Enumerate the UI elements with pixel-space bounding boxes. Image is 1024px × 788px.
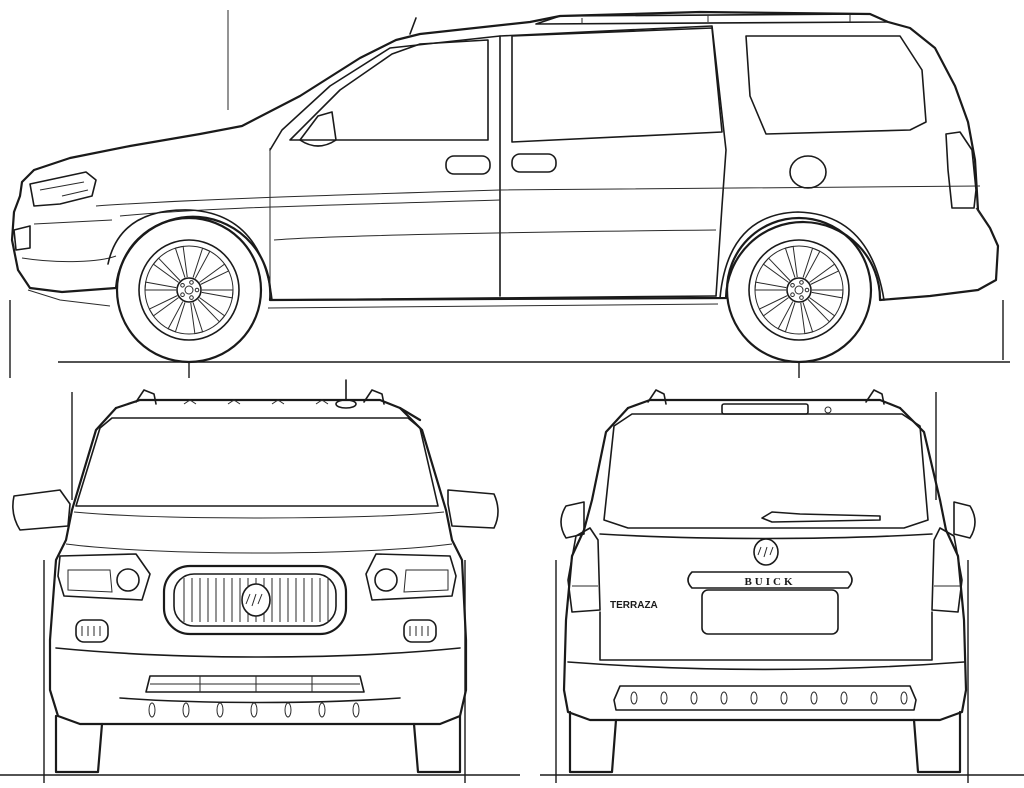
front-left-mirror xyxy=(12,489,71,531)
brand-script-bar xyxy=(687,571,853,589)
bumper-slot xyxy=(780,691,788,705)
front-view xyxy=(0,379,520,783)
bumper-slot xyxy=(352,702,360,718)
wheel-spoke xyxy=(197,297,226,323)
rear-buick-emblem xyxy=(753,538,779,566)
front-right-mirror xyxy=(447,489,499,529)
front-right-fog-light xyxy=(403,619,437,643)
front-door-outline xyxy=(269,35,501,297)
wheel-spoke xyxy=(148,295,179,317)
front-lower-intake xyxy=(145,675,365,693)
wheel-spoke xyxy=(174,245,188,278)
rear-brake-light xyxy=(721,403,809,415)
wheel-spoke xyxy=(144,281,177,291)
front-left-headlight xyxy=(57,553,151,601)
rear-lower-valance xyxy=(613,685,917,711)
front-right-headlight xyxy=(365,553,457,601)
front-wheel xyxy=(115,216,263,364)
lug-nut xyxy=(189,280,194,285)
lug-nut xyxy=(799,280,804,285)
bumper-slot xyxy=(690,691,698,705)
front-right-tire xyxy=(412,714,462,774)
front-body-outline xyxy=(48,406,468,726)
bumper-slot xyxy=(810,691,818,705)
bumper-slot xyxy=(318,702,326,718)
rear-left-mirror xyxy=(560,501,585,539)
wheel-spoke xyxy=(152,257,181,283)
rear-right-taillight xyxy=(931,527,963,613)
wheel-spoke xyxy=(199,263,230,285)
rear-left-tire xyxy=(568,710,618,774)
wheel-spoke xyxy=(758,295,789,317)
sliding-door-window xyxy=(511,27,723,143)
side-headlight xyxy=(29,171,97,207)
lug-nut xyxy=(799,295,804,300)
rear-roof xyxy=(626,398,902,410)
rear-brand-script: BUICK xyxy=(744,576,795,588)
wheel-spoke xyxy=(754,281,787,291)
front-buick-emblem xyxy=(241,583,271,617)
wheel-spoke xyxy=(807,297,836,323)
rear-left-taillight xyxy=(567,527,601,613)
front-door-handle xyxy=(445,155,491,175)
rear-view: BUICK TERRAZA xyxy=(540,389,1024,783)
bumper-slot xyxy=(250,702,258,718)
wheel-spoke xyxy=(192,247,211,279)
lug-nut xyxy=(790,292,795,298)
side-mirror xyxy=(299,111,337,147)
lug-nut xyxy=(180,282,185,288)
sliding-door-handle xyxy=(511,153,557,173)
wheel-spoke xyxy=(190,302,204,335)
bumper-slot xyxy=(182,702,190,718)
wheel-spoke xyxy=(811,289,844,299)
bumper-slot xyxy=(720,691,728,705)
bumper-slot xyxy=(750,691,758,705)
bumper-slot xyxy=(284,702,292,718)
wheel-spoke xyxy=(762,257,791,283)
rear-right-mirror xyxy=(953,501,976,539)
rear-window xyxy=(603,413,929,529)
wheel-spoke xyxy=(802,247,821,279)
wheel-spoke xyxy=(784,245,798,278)
front-left-tire xyxy=(54,714,104,774)
rear-quarter-window xyxy=(745,35,927,135)
lug-nut xyxy=(194,287,200,293)
wheel-spoke xyxy=(800,302,814,335)
bumper-slot xyxy=(900,691,908,705)
lug-nut xyxy=(804,287,810,293)
wheel-spoke xyxy=(201,289,234,299)
lug-nut xyxy=(189,295,194,300)
rear-right-tire xyxy=(912,710,962,774)
side-dimension-lines xyxy=(9,10,1010,378)
lug-nut xyxy=(790,282,795,288)
bumper-slot xyxy=(216,702,224,718)
rear-model-badge: TERRAZA xyxy=(610,600,658,611)
bumper-slot xyxy=(870,691,878,705)
bumper-slot xyxy=(148,702,156,718)
rear-body-outline xyxy=(562,406,968,722)
rear-wheel xyxy=(725,216,873,364)
fuel-door xyxy=(789,155,827,189)
bumper-slot xyxy=(630,691,638,705)
wheel-spoke xyxy=(809,263,840,285)
wheel-spoke xyxy=(167,301,186,333)
front-left-fog-light xyxy=(75,619,109,643)
side-view xyxy=(9,10,1010,378)
sliding-door-outline xyxy=(499,25,727,297)
rear-wiper xyxy=(761,511,881,523)
bumper-slot xyxy=(840,691,848,705)
wheel-spoke xyxy=(777,301,796,333)
front-door-window xyxy=(289,39,489,141)
front-grille xyxy=(162,564,348,636)
front-roof xyxy=(114,398,422,422)
roof-rail xyxy=(535,13,889,25)
lug-nut xyxy=(180,292,185,298)
side-taillight xyxy=(945,131,977,209)
bumper-slot xyxy=(660,691,668,705)
license-plate-area xyxy=(701,589,839,635)
windshield xyxy=(75,417,439,507)
